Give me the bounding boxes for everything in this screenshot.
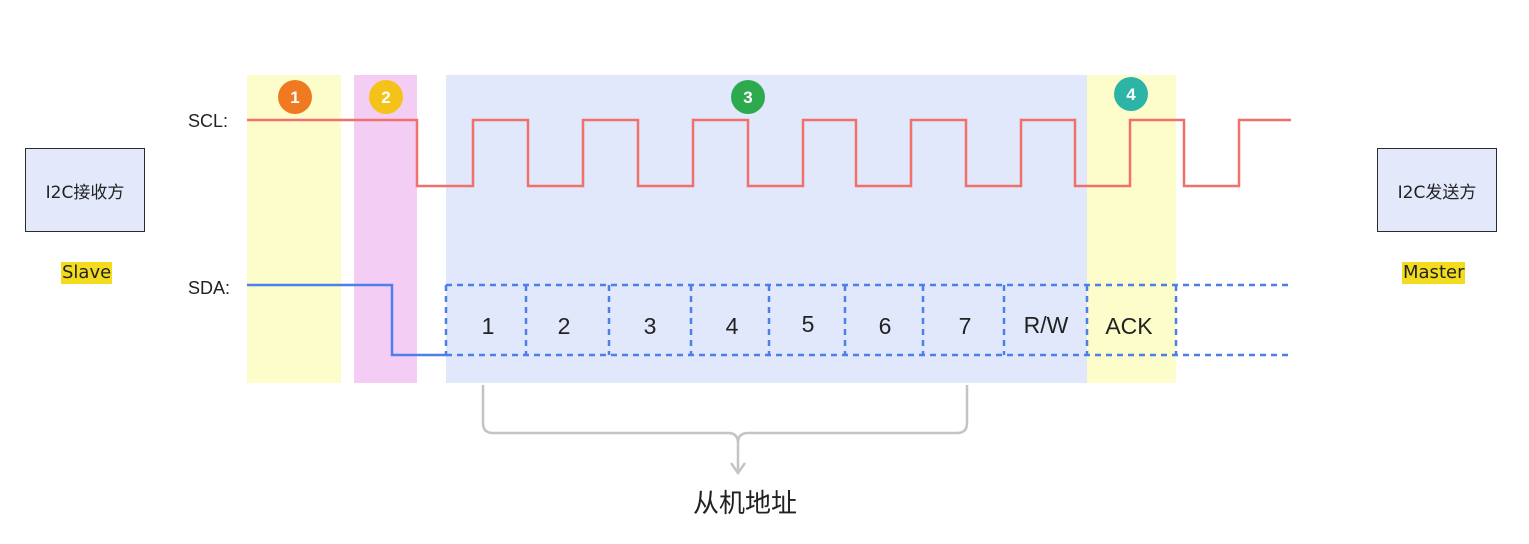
sender-role-badge: Master: [1402, 262, 1466, 284]
address-label: 从机地址: [693, 489, 797, 519]
setup-region: [354, 75, 417, 383]
bit-label: 5: [802, 311, 815, 337]
step-3-marker: [731, 80, 765, 114]
bit-label: 4: [726, 313, 739, 339]
bit-label: 3: [644, 313, 657, 339]
step-4-number: 4: [1126, 85, 1136, 104]
receiver-role-badge: Slave: [61, 262, 113, 284]
sender-box: I2C发送方: [1377, 148, 1497, 232]
address-bracket: [481, 385, 969, 470]
step-2-marker: [369, 80, 403, 114]
bit-label-rw: R/W: [1024, 312, 1069, 338]
step-1-marker: [278, 80, 312, 114]
step-1-number: 1: [290, 88, 299, 107]
bracket-arrow-icon: [729, 462, 747, 476]
sender-name: I2C发送方: [1397, 182, 1477, 203]
scl-label: SCL:: [188, 111, 228, 131]
sda-label: SDA:: [188, 278, 230, 298]
bit-separators: [444, 285, 1178, 355]
step-2-number: 2: [381, 88, 390, 107]
bit-label: 7: [959, 313, 972, 339]
scl-waveform: [247, 118, 1291, 188]
step-4-marker: [1114, 77, 1148, 111]
receiver-name: I2C接收方: [45, 182, 125, 203]
ack-region: [1087, 75, 1176, 383]
bit-label: 6: [879, 313, 892, 339]
receiver-box: I2C接收方: [25, 148, 145, 232]
sda-waveform: [247, 283, 446, 357]
bit-label: 1: [482, 313, 495, 339]
start-region: [247, 75, 341, 383]
bit-label-ack: ACK: [1105, 313, 1153, 339]
address-region: [446, 75, 1087, 383]
bit-label: 2: [558, 313, 571, 339]
step-3-number: 3: [743, 88, 752, 107]
